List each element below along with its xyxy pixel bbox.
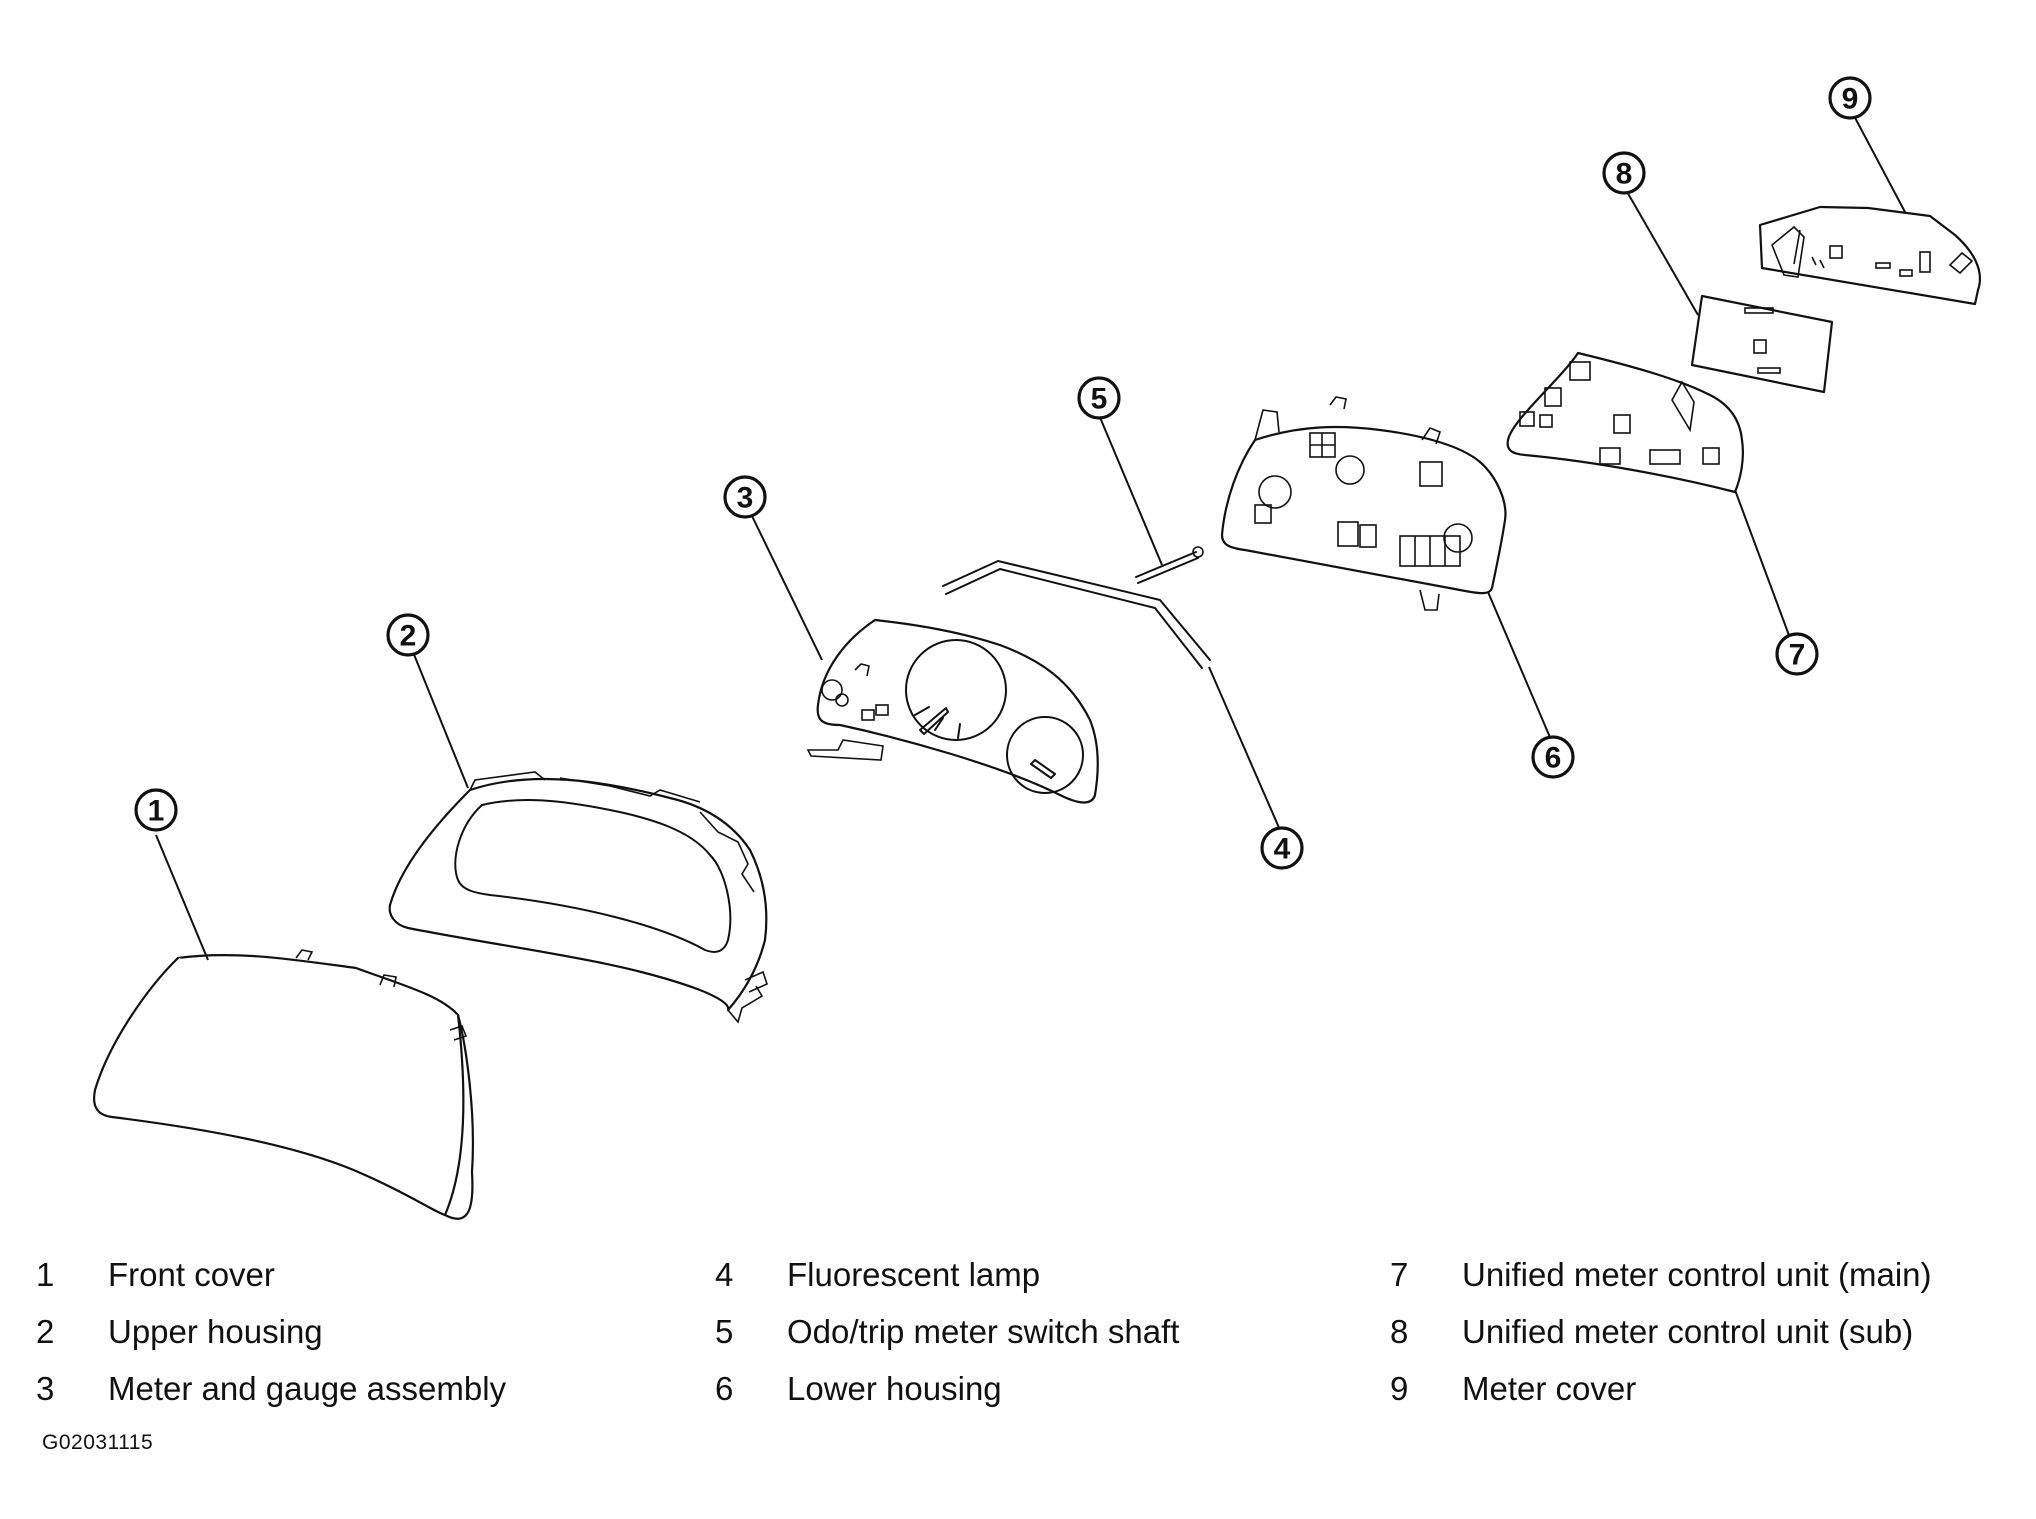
callout-2-text: 2 (400, 620, 417, 653)
legend-number: 7 (1390, 1256, 1409, 1293)
callout-9-text: 9 (1842, 83, 1859, 116)
legend-label: Front cover (108, 1256, 275, 1293)
legend-label: Lower housing (787, 1370, 1002, 1407)
legend-label: Meter cover (1462, 1370, 1637, 1407)
callout-3: 3 (723, 475, 767, 519)
callout-8: 8 (1602, 151, 1646, 195)
callout-7: 7 (1775, 632, 1819, 676)
callout-2: 2 (386, 613, 430, 657)
callout-5-text: 5 (1091, 383, 1108, 416)
control-unit-sub-part (1690, 294, 1834, 394)
legend-label: Odo/trip meter switch shaft (787, 1313, 1180, 1350)
lower-housing-part (1220, 396, 1507, 611)
legend-number: 8 (1390, 1313, 1409, 1350)
front-cover-part (93, 949, 475, 1220)
legend-number: 3 (36, 1370, 55, 1407)
legend-number: 5 (715, 1313, 734, 1350)
figure-code: G02031115 (42, 1431, 154, 1454)
callout-9: 9 (1828, 76, 1872, 120)
callout-1-text: 1 (148, 795, 165, 828)
callout-1: 1 (134, 788, 178, 832)
leader-lines (155, 111, 1906, 961)
parts-legend: 1 Front cover 2 Upper housing 3 Meter an… (0, 1255, 2036, 1407)
meter-gauge-assembly-part (806, 618, 1099, 804)
legend-label: Upper housing (108, 1313, 323, 1350)
fluorescent-lamp-part (942, 560, 1211, 669)
legend-number: 1 (36, 1256, 55, 1293)
callout-6-text: 6 (1545, 742, 1562, 775)
callout-6: 6 (1531, 735, 1575, 779)
control-unit-main-part (1506, 351, 1744, 494)
upper-housing-part (388, 771, 768, 1024)
legend-number: 2 (36, 1313, 55, 1350)
meter-cover-part (1758, 205, 1981, 306)
legend-label: Unified meter control unit (main) (1462, 1256, 1932, 1293)
switch-shaft-part (1135, 546, 1204, 584)
callout-4-text: 4 (1274, 833, 1291, 866)
callout-7-text: 7 (1789, 639, 1806, 672)
legend-number: 6 (715, 1370, 734, 1407)
callout-5: 5 (1077, 376, 1121, 420)
legend-label: Fluorescent lamp (787, 1256, 1041, 1293)
callout-3-text: 3 (737, 482, 754, 515)
callout-8-text: 8 (1616, 158, 1633, 191)
callout-4: 4 (1260, 826, 1304, 870)
legend-label: Meter and gauge assembly (108, 1370, 507, 1407)
legend-label: Unified meter control unit (sub) (1462, 1313, 1914, 1350)
legend-number: 9 (1390, 1370, 1409, 1407)
legend-number: 4 (715, 1256, 734, 1293)
